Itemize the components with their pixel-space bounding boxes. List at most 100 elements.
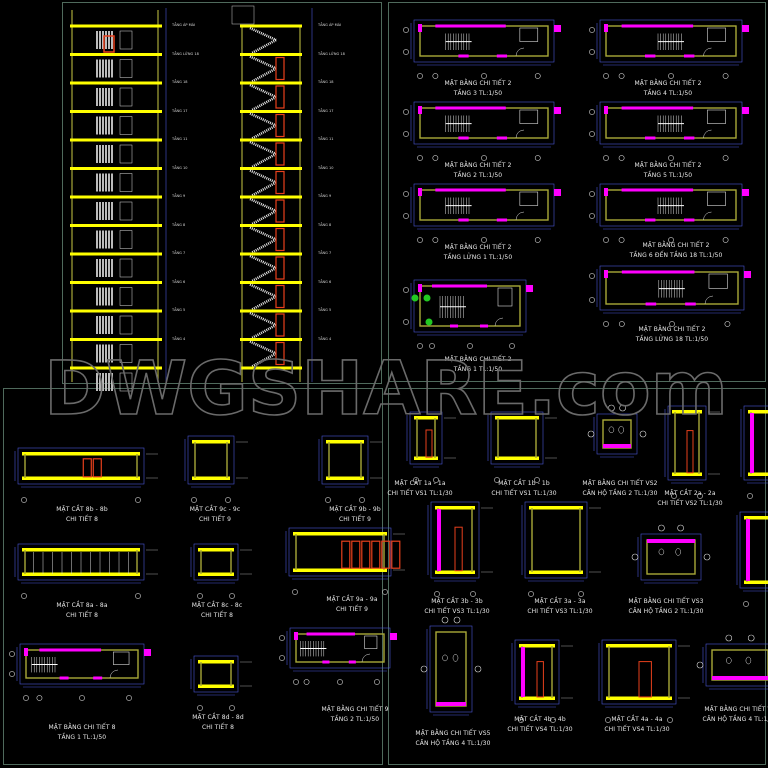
drawing-title: MẶT BẰNG CHI TIẾT 2 <box>634 162 702 169</box>
floor-slab <box>240 252 302 256</box>
grid-axis-marker <box>534 477 540 483</box>
toilet-room <box>113 651 130 665</box>
stair-baluster <box>105 344 107 363</box>
grid-axis-marker <box>21 593 27 599</box>
highlight-wall <box>746 519 750 581</box>
stair-baluster <box>105 230 107 249</box>
dimension-line <box>289 627 391 669</box>
highlight-wall <box>684 218 695 222</box>
door <box>275 227 285 252</box>
grid-axis-marker <box>374 679 380 685</box>
stair-baluster <box>108 230 110 249</box>
grid-axis-marker <box>325 497 331 503</box>
floor-slab <box>70 110 162 113</box>
door-swing <box>515 47 525 57</box>
section-drawing <box>487 411 557 483</box>
stair-baluster <box>96 116 98 135</box>
level-label: TẦNG 10 <box>172 165 188 170</box>
door-swing <box>703 129 712 139</box>
section-marker-icon <box>453 616 461 624</box>
toilet-fixture <box>675 548 681 556</box>
drawing-title: MẶT BẰNG CHI TIẾT 2 <box>444 244 512 251</box>
dimension-line <box>193 543 239 581</box>
grid-axis-marker <box>618 73 625 79</box>
stair-baluster <box>99 116 101 135</box>
basin-fixture <box>442 654 448 662</box>
highlight-wall <box>39 648 102 652</box>
section-marker-icon <box>639 430 647 438</box>
door <box>371 540 381 569</box>
window <box>119 344 133 363</box>
grid-axis-marker <box>403 27 409 33</box>
grid-axis-marker <box>403 213 409 219</box>
stair-baluster <box>96 259 98 277</box>
slab-top <box>748 410 768 414</box>
level-label: TẦNG 11 <box>172 137 188 141</box>
drawing-subtitle: CHI TIẾT VS4 TL:1/30 <box>507 726 573 733</box>
grid-axis-marker <box>434 591 440 597</box>
grid-axis-marker <box>509 343 515 349</box>
stair-flight <box>249 169 277 197</box>
door <box>454 526 463 572</box>
door <box>686 430 694 474</box>
door-swing <box>703 211 712 221</box>
toilet-fixture <box>452 654 459 662</box>
dimension-line <box>599 19 743 63</box>
stair-baluster <box>108 145 110 163</box>
slab-bottom <box>435 570 475 574</box>
section-drawing <box>521 501 601 597</box>
floor-plan-drawing <box>589 101 749 161</box>
door <box>92 458 102 478</box>
highlight-wall <box>450 324 458 328</box>
window <box>119 116 133 135</box>
door <box>275 113 285 138</box>
grid-axis-marker <box>279 655 285 661</box>
stair-baluster <box>96 316 98 334</box>
section-marker-icon <box>658 524 665 532</box>
highlight-wall <box>458 136 469 140</box>
grid-axis-marker <box>197 705 203 711</box>
level-label: TẦNG ÁP MÁI <box>318 23 342 27</box>
grid-axis-marker <box>135 497 141 503</box>
grid-axis-marker <box>481 237 487 243</box>
highlight-column <box>418 284 422 292</box>
drawing-subtitle: TẦNG 2 TL:1/50 <box>330 716 380 723</box>
wall-outline <box>419 25 549 57</box>
door <box>361 540 371 569</box>
toilet-room <box>519 27 539 42</box>
floor-plan-drawing <box>403 19 561 79</box>
grid-axis-marker <box>494 477 500 483</box>
highlight-column <box>742 107 749 114</box>
stair-baluster <box>108 173 110 192</box>
slab-bottom <box>293 568 387 572</box>
section-marker-icon <box>608 404 615 412</box>
section-marker-icon <box>703 553 711 561</box>
dimension-line <box>705 643 768 687</box>
highlight-column <box>604 188 608 196</box>
section-marker-icon <box>441 616 449 624</box>
door <box>341 540 351 569</box>
slab-top <box>22 548 140 552</box>
slab-top <box>495 416 539 420</box>
stair-baluster <box>105 59 107 78</box>
floor-slab <box>70 138 162 142</box>
grid-axis-marker <box>747 493 753 499</box>
grid-axis-marker <box>279 635 285 641</box>
highlight-column <box>418 188 422 196</box>
panel-floor-plans <box>388 2 766 382</box>
slab-bottom <box>22 572 140 576</box>
stair-baluster <box>102 373 104 391</box>
dimension-line <box>193 655 239 693</box>
level-label: TẦNG 17 <box>172 108 188 113</box>
dimension-line <box>601 639 677 705</box>
grid-axis-marker <box>603 73 609 79</box>
highlight-wall <box>750 413 754 473</box>
section-marker-icon <box>631 553 639 561</box>
highlight-wall <box>496 218 508 222</box>
slab-bottom <box>748 472 768 476</box>
drawing-title: MẶT BẰNG CHI TIẾT 8 <box>48 724 116 731</box>
section-drawing <box>14 543 158 599</box>
stair-baluster <box>111 145 113 163</box>
door <box>275 313 285 337</box>
